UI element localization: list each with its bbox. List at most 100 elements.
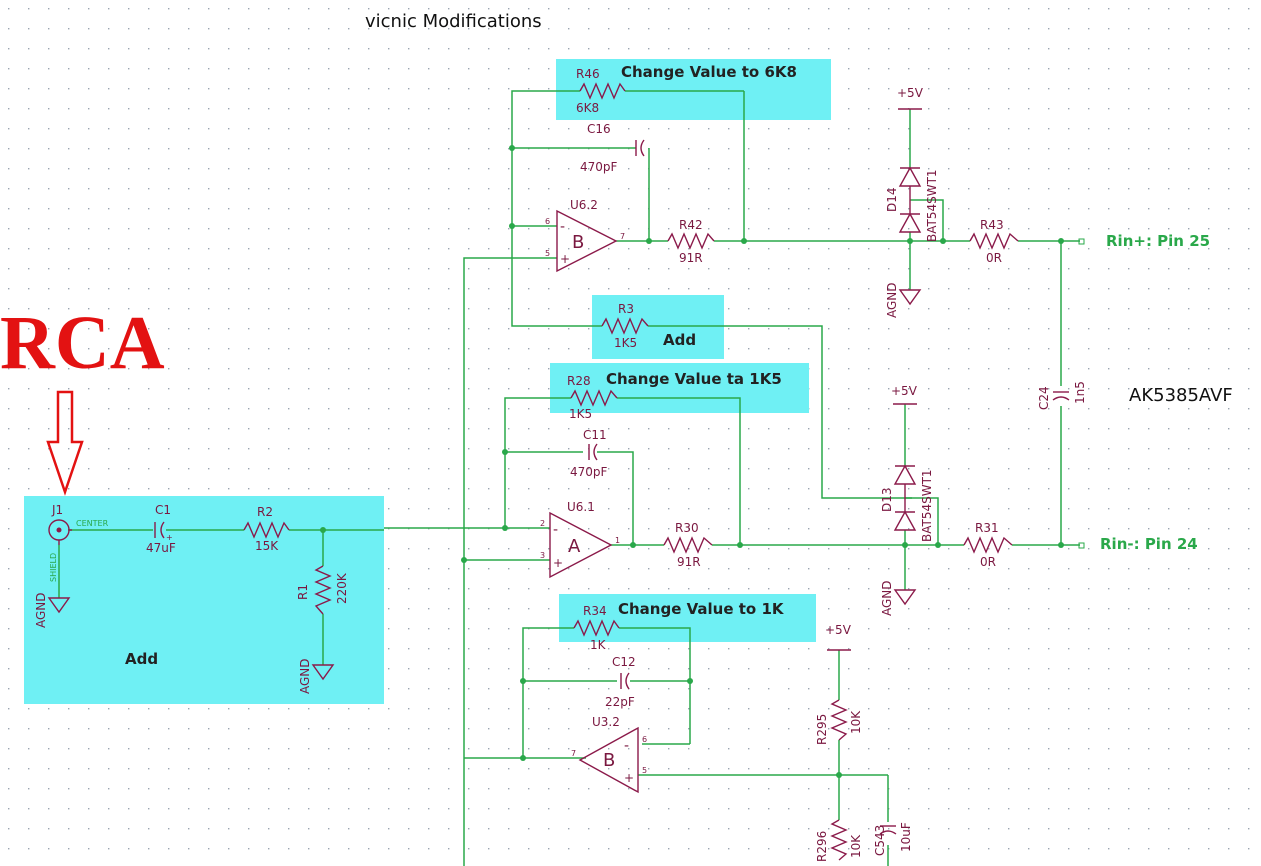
resistor-r2-symbol xyxy=(243,521,290,539)
resistor-r3-symbol xyxy=(601,317,649,335)
u61-ref: U6.1 xyxy=(567,500,595,514)
r295-value: 10K xyxy=(849,710,863,734)
r31-value: 0R xyxy=(980,555,996,569)
r30-ref: R30 xyxy=(675,521,699,535)
vcc-d14-label: +5V xyxy=(897,86,924,100)
resistor-r42-symbol xyxy=(667,232,715,250)
annotation-input: Add xyxy=(125,650,158,668)
resistor-r30-symbol xyxy=(663,536,713,554)
diode-d13-symbol xyxy=(893,464,917,531)
u62-ref: U6.2 xyxy=(570,198,598,212)
c24-ref: C24 xyxy=(1037,386,1051,410)
r46-value: 6K8 xyxy=(576,101,599,115)
svg-text:5: 5 xyxy=(642,766,647,775)
r2-value: 15K xyxy=(255,539,279,553)
rca-jack-j1-icon xyxy=(48,519,72,545)
r296-ref: R296 xyxy=(815,831,829,862)
opamp-u62-symbol: B - + 6 5 7 xyxy=(545,209,625,273)
net-label-rin-minus: Rin-: Pin 24 xyxy=(1100,535,1198,553)
ground-d13-icon xyxy=(893,589,917,606)
resistor-r295-symbol xyxy=(830,699,848,741)
gnd-d13-label: AGND xyxy=(880,580,894,616)
d13-value: BAT54SWT1 xyxy=(920,469,934,542)
vcc-r295-label: +5V xyxy=(825,623,852,637)
chip-label: AK5385AVF xyxy=(1129,385,1233,406)
ground-j1-icon xyxy=(47,597,71,614)
svg-text:3: 3 xyxy=(540,551,545,560)
r3-ref: R3 xyxy=(618,302,634,316)
r3-value: 1K5 xyxy=(614,336,637,350)
annotation-r46: Change Value to 6K8 xyxy=(621,63,797,81)
capacitor-c16-symbol xyxy=(635,139,645,157)
c16-ref: C16 xyxy=(587,122,611,136)
r34-ref: R34 xyxy=(583,604,607,618)
svg-text:6: 6 xyxy=(545,217,550,226)
svg-text:+: + xyxy=(624,771,634,785)
vcc-d13-label: +5V xyxy=(891,384,918,398)
r2-ref: R2 xyxy=(257,505,273,519)
d13-ref: D13 xyxy=(880,487,894,512)
r28-value: 1K5 xyxy=(569,407,592,421)
c12-ref: C12 xyxy=(612,655,636,669)
r42-ref: R42 xyxy=(679,218,703,232)
diode-d14-symbol xyxy=(898,166,922,233)
r1-value: 220K xyxy=(335,572,349,604)
r28-ref: R28 xyxy=(567,374,591,388)
svg-text:+: + xyxy=(560,252,570,266)
c1-ref: C1 xyxy=(155,503,171,517)
gnd-r1-label: AGND xyxy=(298,658,312,694)
highlight-r34 xyxy=(559,594,816,642)
page-title: vicnic Modifications xyxy=(365,11,542,32)
annotation-r3: Add xyxy=(663,331,696,349)
net-label-rin-plus: Rin+: Pin 25 xyxy=(1106,232,1210,250)
j1-shield-label: SHIELD xyxy=(49,553,58,582)
r30-value: 91R xyxy=(677,555,701,569)
r46-ref: R46 xyxy=(576,67,600,81)
capacitor-c1-symbol: + xyxy=(154,521,173,542)
resistor-r43-symbol xyxy=(969,232,1019,250)
c12-value: 22pF xyxy=(605,695,635,709)
ground-r1-icon xyxy=(311,664,335,681)
c16-value: 470pF xyxy=(580,160,618,174)
svg-text:B: B xyxy=(572,232,584,253)
svg-text:1: 1 xyxy=(615,536,620,545)
c1-value: 47uF xyxy=(146,541,176,555)
resistor-r34-symbol xyxy=(573,619,620,637)
c11-ref: C11 xyxy=(583,428,607,442)
terminal-rin-plus xyxy=(1078,238,1085,245)
resistor-r28-symbol xyxy=(570,389,618,407)
c543-value: 10uF xyxy=(899,822,913,852)
r1-ref: R1 xyxy=(296,584,310,600)
c24-value: 1n5 xyxy=(1073,381,1087,404)
r295-ref: R295 xyxy=(815,714,829,745)
capacitor-c11-symbol xyxy=(588,443,598,461)
resistor-r296-symbol xyxy=(830,819,848,861)
svg-text:5: 5 xyxy=(545,249,550,258)
rca-arrow-icon xyxy=(46,390,84,496)
resistor-r46-symbol xyxy=(579,82,626,100)
svg-text:+: + xyxy=(553,556,563,570)
capacitor-c12-symbol xyxy=(620,672,630,690)
highlight-r3 xyxy=(592,295,724,359)
svg-text:7: 7 xyxy=(620,232,625,241)
svg-text:A: A xyxy=(568,536,581,557)
capacitor-c24-symbol xyxy=(1052,391,1070,401)
d14-ref: D14 xyxy=(885,187,899,212)
svg-text:2: 2 xyxy=(540,519,545,528)
svg-text:-: - xyxy=(560,219,565,235)
d14-value: BAT54SWT1 xyxy=(925,169,939,242)
u32-ref: U3.2 xyxy=(592,715,620,729)
resistor-r31-symbol xyxy=(963,536,1013,554)
terminal-rin-minus xyxy=(1078,542,1085,549)
opamp-u32-symbol: B - + 6 5 7 xyxy=(571,726,647,794)
annotation-r34: Change Value to 1K xyxy=(618,600,785,618)
r296-value: 10K xyxy=(849,834,863,858)
gnd-d14-label: AGND xyxy=(885,282,899,318)
highlight-r46 xyxy=(556,59,831,120)
wires xyxy=(58,90,1080,866)
c11-value: 470pF xyxy=(570,465,608,479)
r43-value: 0R xyxy=(986,251,1002,265)
svg-text:B: B xyxy=(603,750,615,771)
opamp-u61-symbol: A - + 2 3 1 xyxy=(540,511,620,579)
